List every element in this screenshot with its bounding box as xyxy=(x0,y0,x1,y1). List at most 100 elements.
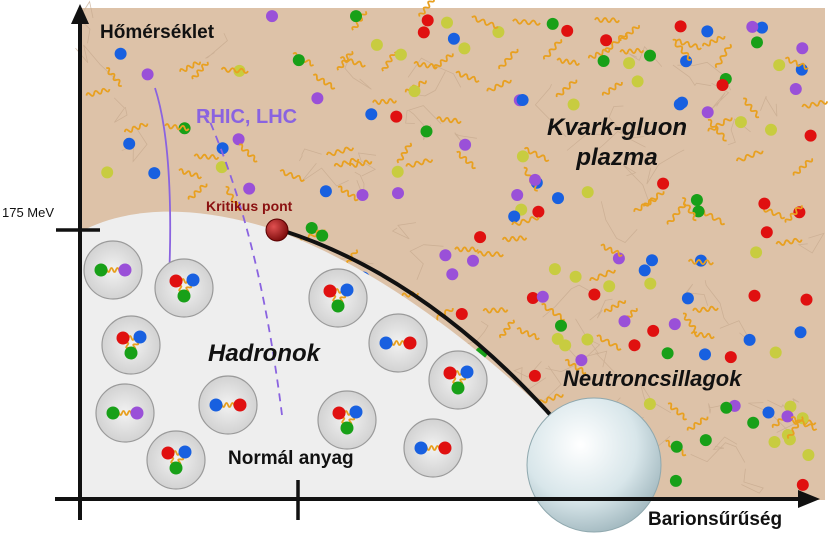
quark-dot xyxy=(555,319,567,332)
quark-dot xyxy=(114,47,127,60)
gluon-wave xyxy=(220,66,249,74)
gluon-wave xyxy=(682,312,698,334)
gluon-wave xyxy=(106,67,122,87)
gluon-wave xyxy=(405,158,434,168)
gluon-wave xyxy=(471,15,499,30)
quark-gluon-plasma-label: Kvark-gluon plazma xyxy=(547,113,687,173)
quark-dot xyxy=(575,354,588,367)
quark-dot xyxy=(161,446,175,460)
hadron-bubble-shell xyxy=(317,390,377,450)
quark-dot xyxy=(784,400,797,413)
plasma-particles xyxy=(85,0,829,491)
quark-dot xyxy=(446,268,459,281)
hadron-bubble xyxy=(198,375,258,435)
gluon-wave xyxy=(476,250,504,258)
quark-dot xyxy=(769,346,782,359)
quark-dot xyxy=(631,75,644,88)
texture-crack xyxy=(623,164,649,200)
quark-dot xyxy=(750,246,763,259)
texture-crack xyxy=(205,33,228,59)
quark-dot xyxy=(370,38,383,51)
quark-dot xyxy=(474,231,487,244)
texture-crack xyxy=(767,399,796,433)
quark-dot xyxy=(441,16,453,29)
hadron-bubble-shell xyxy=(154,258,214,318)
gluon-wave xyxy=(455,70,480,83)
gluon-wave xyxy=(312,73,336,90)
gluon-wave xyxy=(418,0,435,17)
texture-crack xyxy=(760,96,778,117)
gluon-wave xyxy=(85,87,111,97)
quark-dot xyxy=(443,366,457,380)
quark-dot xyxy=(233,398,247,412)
gluon-wave xyxy=(349,159,373,168)
quark-dot xyxy=(597,55,610,67)
texture-crack xyxy=(712,436,738,451)
texture-crack xyxy=(542,284,591,318)
quark-dot xyxy=(243,182,256,195)
gluon-wave xyxy=(516,327,540,341)
texture-crack xyxy=(75,44,118,81)
gluon-wave xyxy=(279,169,305,182)
gluon-wave xyxy=(326,146,355,157)
texture-crack xyxy=(405,105,442,125)
y-axis-title: Hőmérséklet xyxy=(100,22,215,43)
quark-dot xyxy=(438,441,452,455)
gluon-wave xyxy=(179,61,201,72)
quark-dot xyxy=(581,186,594,199)
qgp-label-line1: Kvark-gluon xyxy=(547,114,688,141)
quark-dot xyxy=(349,405,363,419)
quark-dot xyxy=(701,106,714,119)
quark-dot xyxy=(529,173,542,186)
quark-dot xyxy=(417,26,430,39)
gluon-wave xyxy=(433,53,454,69)
quark-dot xyxy=(720,401,733,414)
quark-dot xyxy=(734,116,747,129)
quark-dot xyxy=(323,284,337,298)
texture-crack xyxy=(600,201,638,243)
quark-dot xyxy=(133,330,147,344)
gluon-wave xyxy=(556,57,581,66)
gluon-wave xyxy=(692,305,719,313)
hadron-bubble xyxy=(308,268,368,328)
quark-dot xyxy=(724,351,737,364)
critical-point-marker xyxy=(265,218,289,242)
hadrons-label: Hadronok xyxy=(208,340,321,367)
quark-dot xyxy=(762,406,775,419)
quark-dot xyxy=(603,280,616,293)
gluon-wave xyxy=(482,307,509,314)
quark-dot xyxy=(340,283,354,297)
texture-crack xyxy=(708,403,722,414)
quark-dot xyxy=(148,167,161,180)
texture-crack xyxy=(589,298,613,321)
quark-dot xyxy=(748,289,761,302)
quark-dot xyxy=(394,48,407,61)
texture-crack xyxy=(608,105,646,148)
quark-dot xyxy=(124,346,138,360)
quark-dot xyxy=(802,449,815,461)
gluon-wave xyxy=(666,203,687,225)
gluon-wave xyxy=(603,300,627,313)
quark-dot xyxy=(751,36,763,49)
gluon-wave xyxy=(682,197,697,222)
quark-dot xyxy=(644,277,657,290)
quark-dot xyxy=(756,21,768,34)
quark-dot xyxy=(392,187,404,200)
quark-dot xyxy=(670,440,683,453)
texture-crack xyxy=(416,71,446,97)
quark-dot xyxy=(746,20,759,33)
quark-dot xyxy=(216,142,229,155)
quark-dot xyxy=(460,365,474,379)
quark-dot xyxy=(516,94,529,106)
quark-dot xyxy=(600,34,613,47)
hadron-bubble xyxy=(428,350,488,410)
quark-dot xyxy=(559,339,572,352)
quark-dot xyxy=(699,434,712,447)
quark-dot xyxy=(528,369,541,382)
quark-dot xyxy=(552,192,564,205)
quark-dot xyxy=(350,10,362,23)
quark-dot xyxy=(118,263,132,277)
quark-dot xyxy=(123,137,136,150)
gluon-wave xyxy=(690,331,715,340)
quark-dot xyxy=(794,326,807,339)
